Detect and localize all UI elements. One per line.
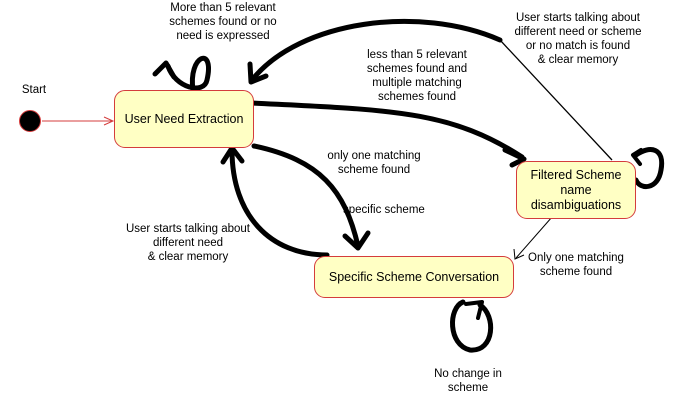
self-loop-user-need-arrow [152,55,211,93]
label-user-need-to-specific: only one matching scheme found [327,150,421,176]
label-self-loop-specific: No change in scheme [434,368,502,394]
label-specific-to-user-need: User starts talking about different need… [125,223,250,263]
user-need-to-specific-arrow [251,143,371,251]
user-need-to-filtered-arrow [249,100,527,168]
self-loop-specific-arrow [450,299,494,353]
start-node [19,110,41,132]
state-user-need-extraction: User Need Extraction [114,90,254,148]
label-self-loop-user-need: More than 5 relevant schemes found or no… [169,2,277,42]
label-user-need-to-filtered: less than 5 relevant schemes found and m… [366,49,468,103]
filtered-to-specific-arrow [513,216,553,260]
label-specific-scheme: specific scheme [343,204,425,216]
specific-to-user-need-arrow [220,145,330,258]
self-loop-filtered-arrow [631,147,665,189]
label-filtered-to-specific: Only one matching scheme found [528,252,624,278]
state-specific-scheme-conversation: Specific Scheme Conversation [314,256,514,298]
state-filtered-scheme-disambiguation: Filtered Scheme name disambiguations [516,161,636,219]
filtered-to-user-need-arrow [247,18,613,161]
label-filtered-to-user-need: User starts talking about different need… [514,12,642,66]
start-label: Start [21,84,47,96]
start-transition-arrow [42,116,115,126]
